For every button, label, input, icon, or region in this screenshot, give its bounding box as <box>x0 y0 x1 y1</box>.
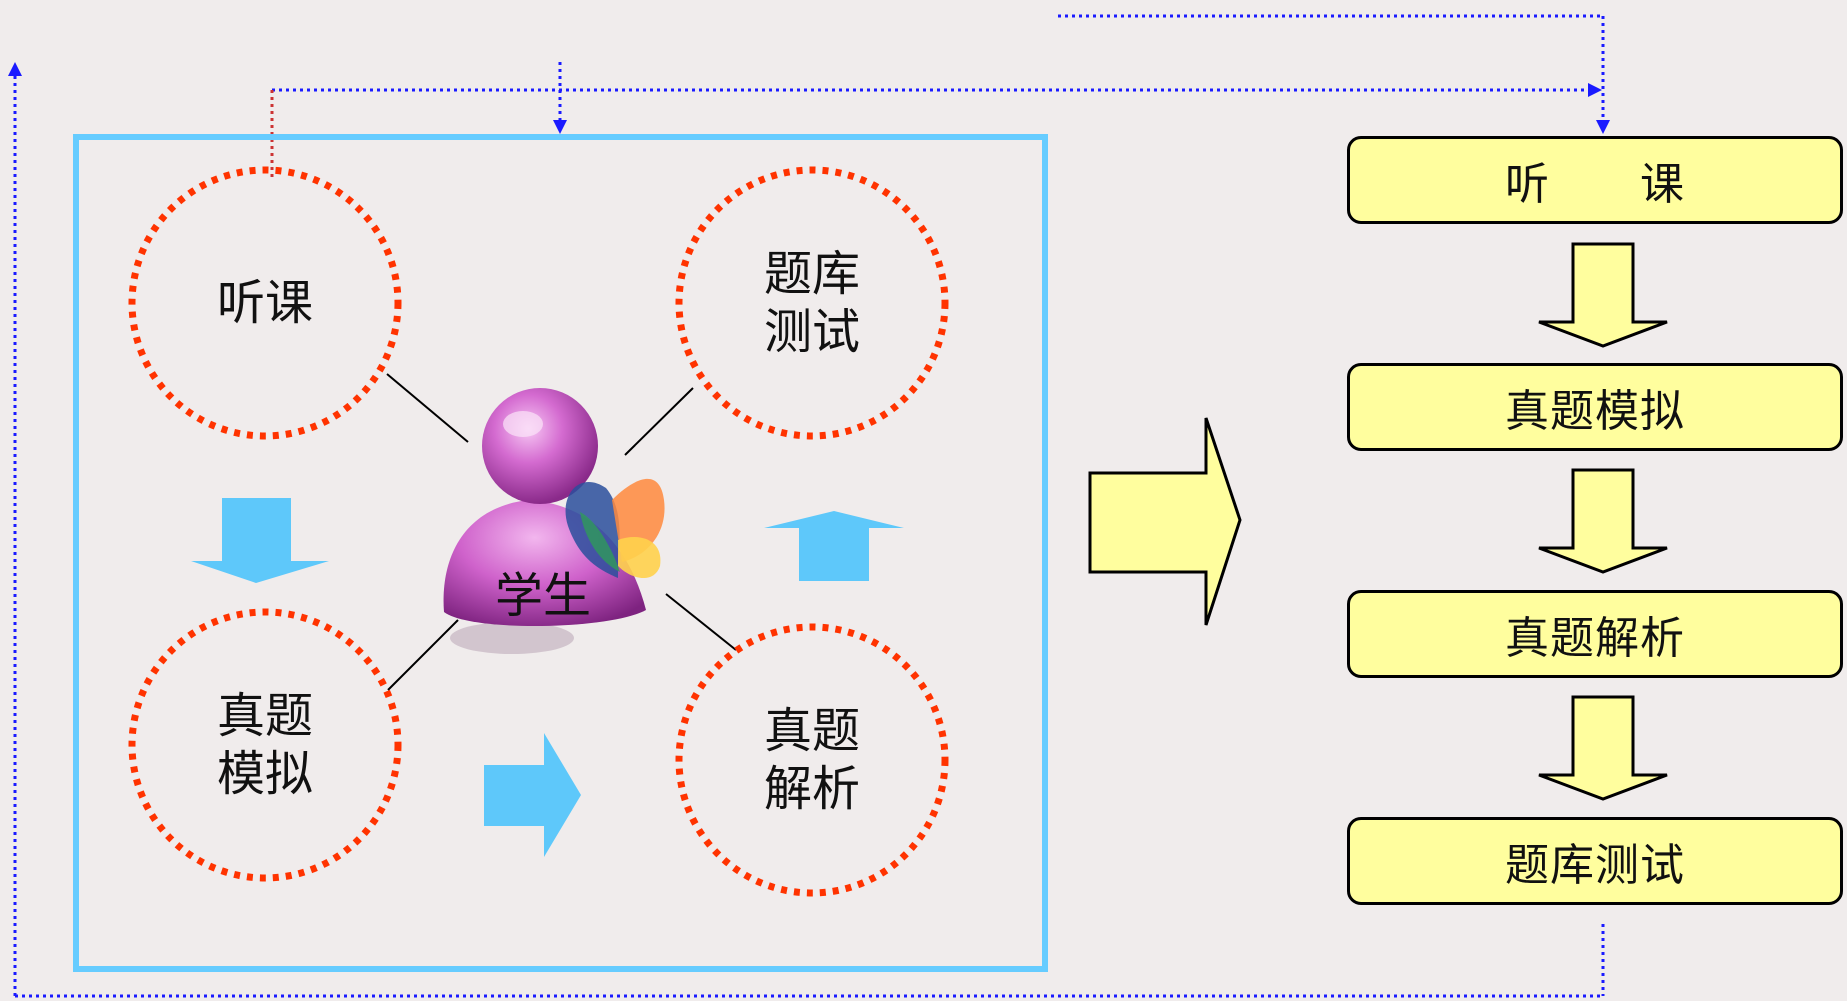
label-mock-exam: 真题 模拟 <box>165 687 365 803</box>
circle-bank-test <box>675 166 949 440</box>
flow-step-bank-test: 题库测试 <box>1347 817 1843 905</box>
circle-exam-analysis <box>675 623 949 897</box>
circle-mock-exam <box>128 608 402 882</box>
label-listen: 听课 <box>165 274 365 332</box>
student-label: 学生 <box>494 568 591 624</box>
dotted-arrowhead-down-frame <box>553 120 567 134</box>
dotted-arrowhead-right <box>1588 83 1602 97</box>
flow-arrow-down-1 <box>1538 242 1668 348</box>
flow-step-mock-exam: 真题模拟 <box>1347 363 1843 451</box>
dotted-arrowhead-down-box <box>1596 120 1610 134</box>
label-listen-text: 听课 <box>216 275 313 331</box>
label-exam-analysis-line2: 解析 <box>763 761 860 817</box>
student-connectors <box>386 373 737 691</box>
student-user-icon <box>443 388 665 654</box>
label-bank-test: 题库 测试 <box>712 245 912 361</box>
dotted-arrowhead-up <box>8 62 22 76</box>
flow-arrow-down-2 <box>1538 468 1668 574</box>
label-bank-test-line2: 测试 <box>763 304 860 360</box>
big-right-arrow-icon <box>1088 417 1242 626</box>
blue-arrow-down <box>191 498 329 583</box>
flow-arrow-down-3 <box>1538 695 1668 801</box>
label-mock-exam-line1: 真题 <box>216 688 313 744</box>
label-mock-exam-line2: 模拟 <box>216 746 313 802</box>
dotted-connectors <box>8 14 1610 998</box>
flow-step-exam-analysis: 真题解析 <box>1347 590 1843 678</box>
label-exam-analysis: 真题 解析 <box>712 702 912 818</box>
label-exam-analysis-line1: 真题 <box>763 703 860 759</box>
label-bank-test-line1: 题库 <box>763 246 860 302</box>
cycle-frame <box>73 134 1048 972</box>
blue-arrow-right <box>484 733 581 857</box>
flow-step-listen: 听 课 <box>1347 136 1843 224</box>
blue-arrow-up <box>764 511 904 581</box>
circle-listen <box>128 166 402 440</box>
